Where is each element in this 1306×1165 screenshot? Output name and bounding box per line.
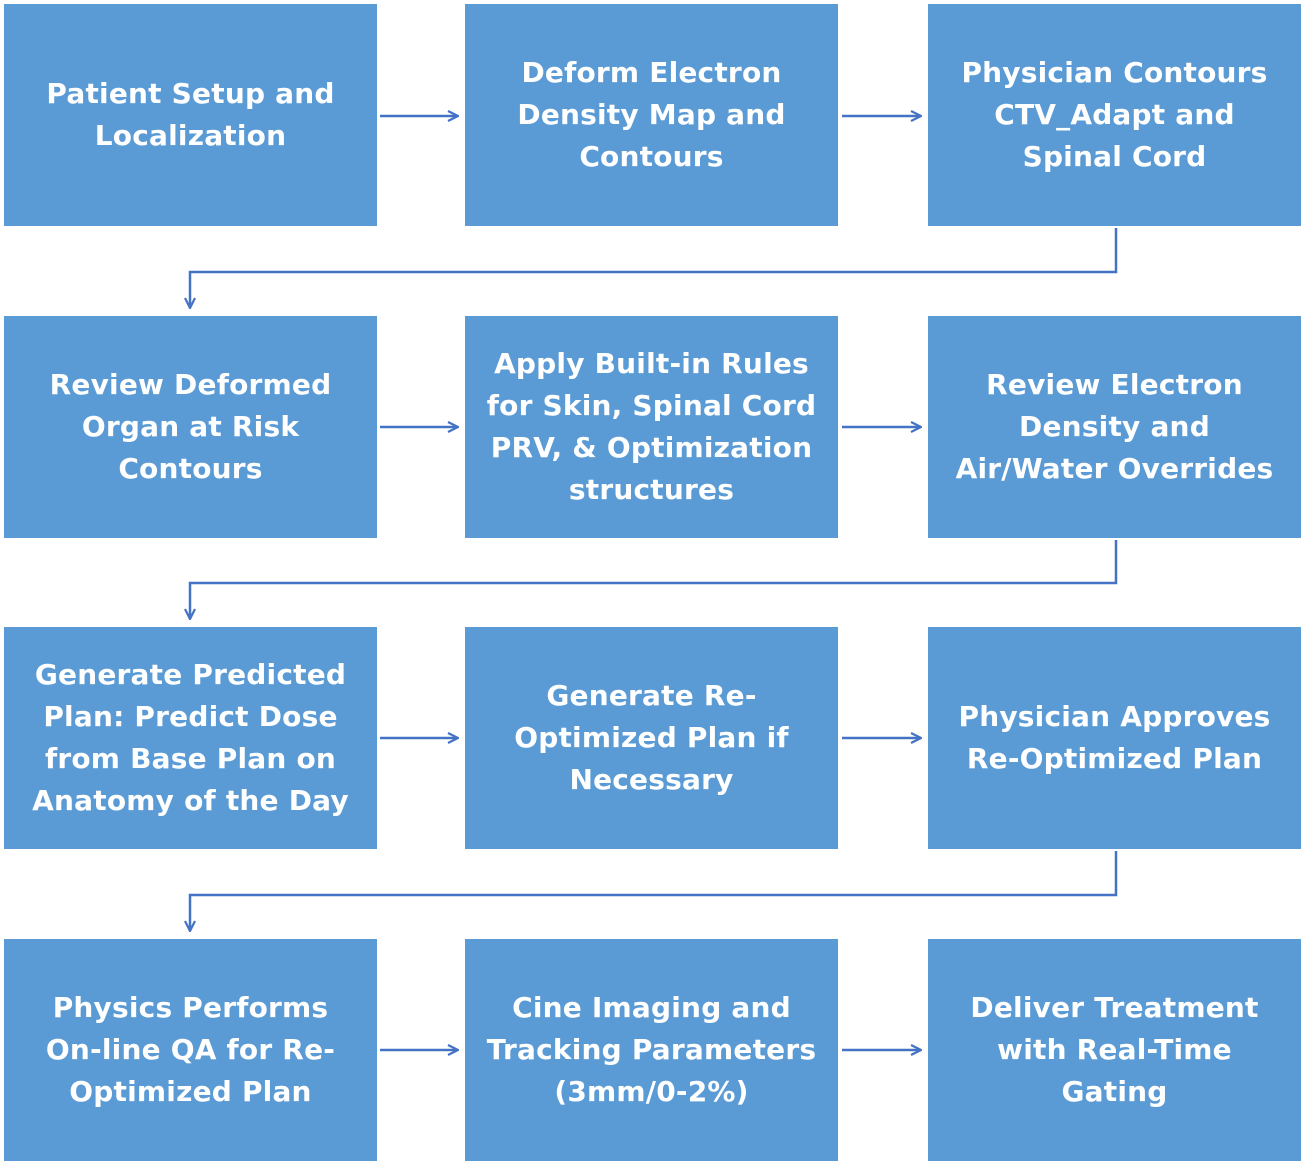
step-apply-built-in-rules: Apply Built-in Rules for Skin, Spinal Co… <box>465 316 838 538</box>
step-generate-predicted-plan: Generate Predicted Plan: Predict Dose fr… <box>4 627 377 849</box>
step-review-deformed-oar: Review Deformed Organ at Risk Contours <box>4 316 377 538</box>
arrow-step-6-to-7 <box>190 540 1118 619</box>
arrow-step-3-to-4 <box>190 228 1118 308</box>
step-physician-contours: Physician Contours CTV_Adapt and Spinal … <box>928 4 1301 226</box>
step-deliver-treatment: Deliver Treatment with Real-Time Gating <box>928 939 1301 1161</box>
step-physics-online-qa: Physics Performs On-line QA for Re- Opti… <box>4 939 377 1161</box>
step-patient-setup: Patient Setup and Localization <box>4 4 377 226</box>
step-generate-reoptimized-plan: Generate Re- Optimized Plan if Necessary <box>465 627 838 849</box>
step-physician-approves: Physician Approves Re-Optimized Plan <box>928 627 1301 849</box>
arrow-step-9-to-10 <box>190 851 1118 931</box>
step-review-electron-density: Review Electron Density and Air/Water Ov… <box>928 316 1301 538</box>
step-deform-electron-density: Deform Electron Density Map and Contours <box>465 4 838 226</box>
step-cine-imaging-tracking: Cine Imaging and Tracking Parameters (3m… <box>465 939 838 1161</box>
